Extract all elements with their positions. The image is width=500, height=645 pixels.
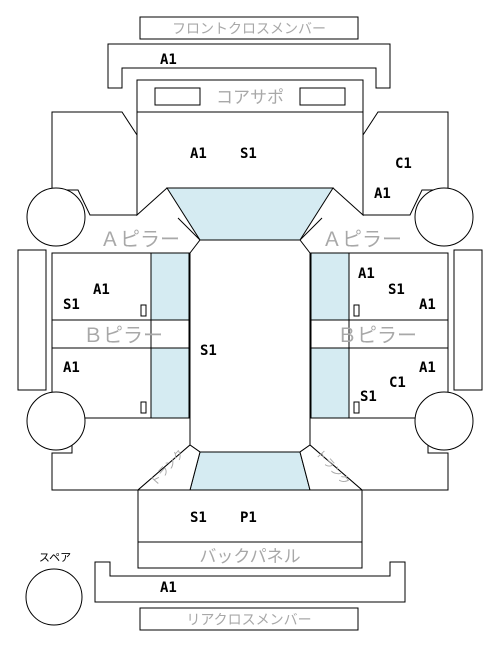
b-pillar-left-label: Ｂピラー: [83, 323, 163, 347]
left-rear-handle: [140, 401, 147, 414]
left-rear-window[interactable]: [150, 347, 190, 419]
right-rear-door-code-c: C1: [389, 375, 406, 391]
left-front-handle: [140, 304, 147, 317]
hood-code-a: A1: [190, 146, 207, 162]
right-front-door-code-s: S1: [388, 282, 405, 298]
front-left-wheel[interactable]: [26, 187, 86, 247]
right-front-door-code-a: A1: [358, 266, 375, 282]
front-cross-member-label: フロントクロスメンバー: [172, 22, 326, 38]
left-front-window[interactable]: [150, 252, 190, 321]
b-pillar-left-window: [150, 319, 190, 349]
rear-cross-member-label: リアクロスメンバー: [186, 613, 311, 629]
trunk-code-p: P1: [240, 510, 257, 526]
spare-tire-part[interactable]: [25, 568, 83, 626]
right-front-window[interactable]: [310, 252, 350, 321]
right-rear-handle: [353, 401, 360, 414]
rear-window-part[interactable]: [189, 451, 311, 491]
right-front-door-code-a2: A1: [419, 297, 436, 313]
front-cross-member-part[interactable]: [107, 43, 391, 89]
front-cross-member-code: A1: [160, 52, 177, 68]
roof-code-s: S1: [200, 343, 217, 359]
back-panel-label: バックパネル: [199, 547, 300, 567]
right-rear-door-code-s: S1: [360, 389, 377, 405]
core-support-right-box: [299, 87, 346, 106]
rear-right-wheel[interactable]: [414, 391, 474, 451]
front-right-fender-part[interactable]: [362, 111, 449, 216]
right-rear-window[interactable]: [310, 347, 350, 419]
b-pillar-right-label: Ｂピラー: [337, 323, 417, 347]
a-pillar-right-edge: [299, 217, 323, 241]
left-rear-door-code-a: A1: [63, 360, 80, 376]
right-front-handle: [353, 304, 360, 317]
front-right-wheel[interactable]: [414, 187, 474, 247]
hood-code-s: S1: [240, 146, 257, 162]
trunk-lid-part[interactable]: [137, 489, 363, 543]
spare-tire-label: スペア: [39, 551, 71, 564]
left-front-door-code-a: A1: [93, 282, 110, 298]
front-right-fender-code-c: C1: [395, 156, 412, 172]
rear-left-wheel[interactable]: [26, 391, 86, 451]
back-panel-part[interactable]: [137, 541, 363, 569]
left-front-door-code-s: S1: [63, 297, 80, 313]
right-side-step-part[interactable]: [453, 249, 483, 391]
core-support-label: コアサポ: [216, 88, 284, 108]
trunk-code-s: S1: [190, 510, 207, 526]
right-rear-door-code-a: A1: [419, 360, 436, 376]
core-support-left-box: [154, 87, 201, 106]
front-cross-member-label-box: [139, 16, 359, 40]
a-pillar-left-label: Ａピラー: [100, 227, 180, 251]
a-pillar-left-edge: [177, 217, 201, 241]
a-pillar-left-part[interactable]: [52, 218, 200, 253]
a-pillar-right-label: Ａピラー: [322, 227, 402, 251]
rear-cross-member-part[interactable]: [94, 561, 406, 603]
left-side-step-part[interactable]: [17, 249, 47, 391]
rear-cross-member-label-box: [139, 607, 359, 631]
a-pillar-right-part[interactable]: [300, 218, 448, 253]
front-right-fender-code-a: A1: [374, 186, 391, 202]
rear-cross-member-code: A1: [160, 580, 177, 596]
